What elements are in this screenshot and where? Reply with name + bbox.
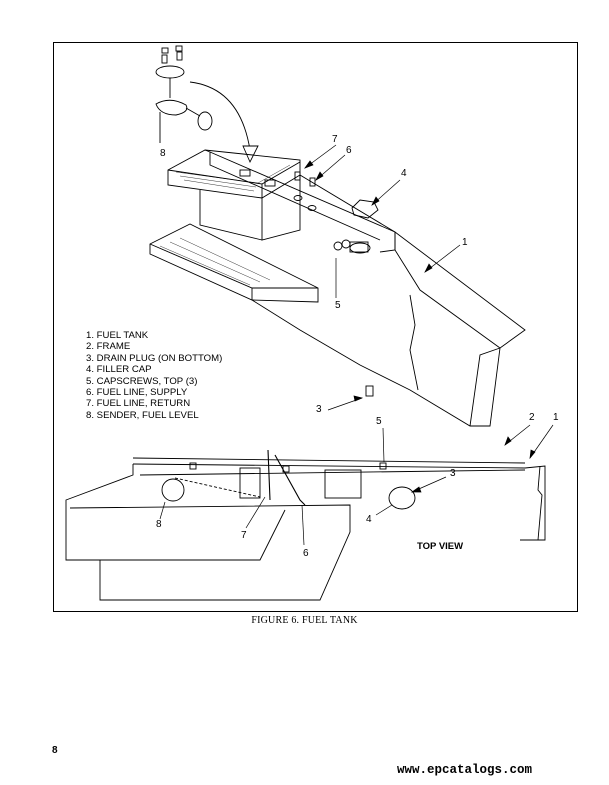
capscrews-exploded xyxy=(293,171,351,251)
legend-item: 5. CAPSCREWS, TOP (3) xyxy=(86,375,198,387)
legend-item: 3. DRAIN PLUG (ON BOTTOM) xyxy=(86,352,223,364)
callout-4-upper: 4 xyxy=(401,168,407,179)
callout-5-upper: 5 xyxy=(335,300,341,311)
callout-2-lower: 2 xyxy=(529,412,535,423)
callout-3-upper: 3 xyxy=(316,404,322,415)
top-view-drawing xyxy=(65,449,546,601)
callout-8-lower: 8 xyxy=(156,519,162,530)
figure-frame xyxy=(53,42,578,612)
legend-item: 2. FRAME xyxy=(86,341,131,353)
lower-step xyxy=(149,223,319,303)
page-number: 8 xyxy=(52,745,58,756)
legend-item: 1. FUEL TANK xyxy=(86,330,149,341)
callout-3-lower: 3 xyxy=(450,468,456,479)
callout-7-upper: 7 xyxy=(332,134,338,145)
upper-step xyxy=(167,149,301,241)
parts-legend: 1. FUEL TANK 2. FRAME 3. DRAIN PLUG (ON … xyxy=(86,330,222,421)
legend-item: 7. FUEL LINE, RETURN xyxy=(86,398,191,410)
callout-1-lower: 1 xyxy=(553,412,559,423)
callout-1-upper: 1 xyxy=(462,237,468,248)
callout-6-upper: 6 xyxy=(346,145,352,156)
filler-cap-exploded xyxy=(351,199,379,219)
callout-4-lower: 4 xyxy=(366,514,372,525)
callout-7-lower: 7 xyxy=(241,530,247,541)
fuel-level-sender-exploded xyxy=(155,45,213,143)
drain-plug-exploded xyxy=(365,385,374,397)
watermark-link[interactable]: www.epcatalogs.com xyxy=(397,763,533,777)
callout-8-upper: 8 xyxy=(160,148,166,159)
callout-6-lower: 6 xyxy=(303,548,309,559)
legend-item: 6. FUEL LINE, SUPPLY xyxy=(86,387,188,399)
top-view-label: TOP VIEW xyxy=(417,541,464,552)
callout-5-lower: 5 xyxy=(376,416,382,427)
legend-item: 4. FILLER CAP xyxy=(86,364,152,376)
fuel-tank-body xyxy=(251,174,526,427)
legend-item: 8. SENDER, FUEL LEVEL xyxy=(86,409,199,421)
figure-caption: FIGURE 6. FUEL TANK xyxy=(251,615,358,626)
